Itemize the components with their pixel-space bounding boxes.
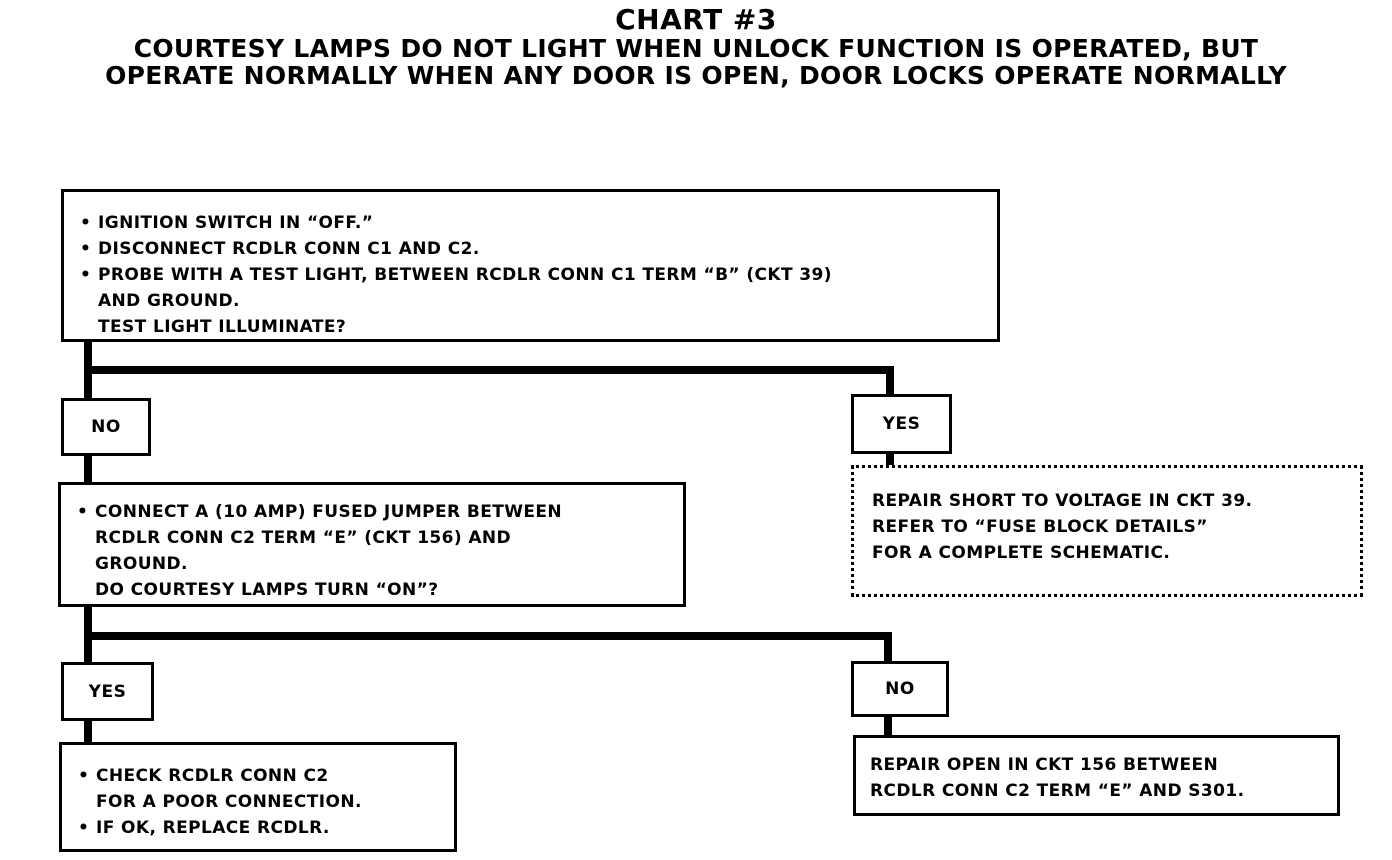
- result-check-connection-box: CHECK RCDLR CONN C2 FOR A POOR CONNECTIO…: [59, 742, 457, 852]
- result-open-line-2: RCDLR CONN C2 TERM “E” AND S301.: [870, 781, 1245, 801]
- result-short-line-3: FOR A COMPLETE SCHEMATIC.: [872, 543, 1171, 563]
- result-check-bullet-2: IF OK, REPLACE RCDLR.: [74, 815, 442, 841]
- chart-subtitle-line-2: OPERATE NORMALLY WHEN ANY DOOR IS OPEN, …: [105, 61, 1287, 90]
- result-short-line-1: REPAIR SHORT TO VOLTAGE IN CKT 39.: [872, 491, 1253, 511]
- step1-bullet-list: IGNITION SWITCH IN “OFF.” DISCONNECT RCD…: [76, 210, 985, 288]
- result-check-bullet-1-line-1: CHECK RCDLR CONN C2: [96, 766, 329, 786]
- step2-box: CONNECT A (10 AMP) FUSED JUMPER BETWEEN …: [58, 482, 686, 607]
- step1-question: TEST LIGHT ILLUMINATE?: [98, 317, 347, 337]
- connector-split2-horizontal: [84, 632, 892, 640]
- step1-bullet-probe: PROBE WITH A TEST LIGHT, BETWEEN RCDLR C…: [76, 262, 985, 288]
- branch1-no-label: NO: [61, 398, 151, 456]
- connector-no-to-open: [884, 714, 892, 738]
- chart-header: CHART #3 COURTESY LAMPS DO NOT LIGHT WHE…: [0, 2, 1392, 90]
- step2-bullet-list: CONNECT A (10 AMP) FUSED JUMPER BETWEEN …: [73, 499, 671, 577]
- result-repair-short-box: REPAIR SHORT TO VOLTAGE IN CKT 39. REFER…: [851, 465, 1363, 597]
- result-check-bullet-1-line-2: FOR A POOR CONNECTION.: [96, 792, 362, 812]
- chart-title: CHART #3: [615, 3, 777, 36]
- branch1-yes-label: YES: [851, 394, 952, 454]
- result-check-bullet-list: CHECK RCDLR CONN C2 FOR A POOR CONNECTIO…: [74, 763, 442, 841]
- branch2-no-label: NO: [851, 661, 949, 717]
- step2-question: DO COURTESY LAMPS TURN “ON”?: [95, 580, 439, 600]
- result-short-line-2: REFER TO “FUSE BLOCK DETAILS”: [872, 517, 1208, 537]
- step1-probe-continuation: AND GROUND.: [98, 291, 240, 311]
- step1-box: IGNITION SWITCH IN “OFF.” DISCONNECT RCD…: [61, 189, 1000, 342]
- connector-yes-to-short: [886, 452, 894, 466]
- step1-bullet-ignition: IGNITION SWITCH IN “OFF.”: [76, 210, 985, 236]
- step2-bullet-connect: CONNECT A (10 AMP) FUSED JUMPER BETWEEN …: [73, 499, 671, 577]
- step1-bullet-disconnect: DISCONNECT RCDLR CONN C1 AND C2.: [76, 236, 985, 262]
- connector-split1-right-drop: [886, 366, 894, 396]
- result-check-bullet-1: CHECK RCDLR CONN C2 FOR A POOR CONNECTIO…: [74, 763, 442, 815]
- branch2-yes-label: YES: [61, 662, 154, 721]
- step2-bullet-line-1: CONNECT A (10 AMP) FUSED JUMPER BETWEEN: [95, 502, 563, 522]
- result-open-line-1: REPAIR OPEN IN CKT 156 BETWEEN: [870, 755, 1219, 775]
- connector-split2-right-drop: [884, 632, 892, 664]
- connector-yes-to-check: [84, 718, 92, 744]
- step2-bullet-line-3: GROUND.: [95, 554, 188, 574]
- chart-subtitle-line-1: COURTESY LAMPS DO NOT LIGHT WHEN UNLOCK …: [133, 34, 1259, 63]
- step2-bullet-line-2: RCDLR CONN C2 TERM “E” (CKT 156) AND: [95, 528, 512, 548]
- connector-split1-horizontal: [84, 366, 894, 374]
- result-repair-open-box: REPAIR OPEN IN CKT 156 BETWEEN RCDLR CON…: [853, 735, 1340, 816]
- connector-no-to-step2: [84, 454, 92, 484]
